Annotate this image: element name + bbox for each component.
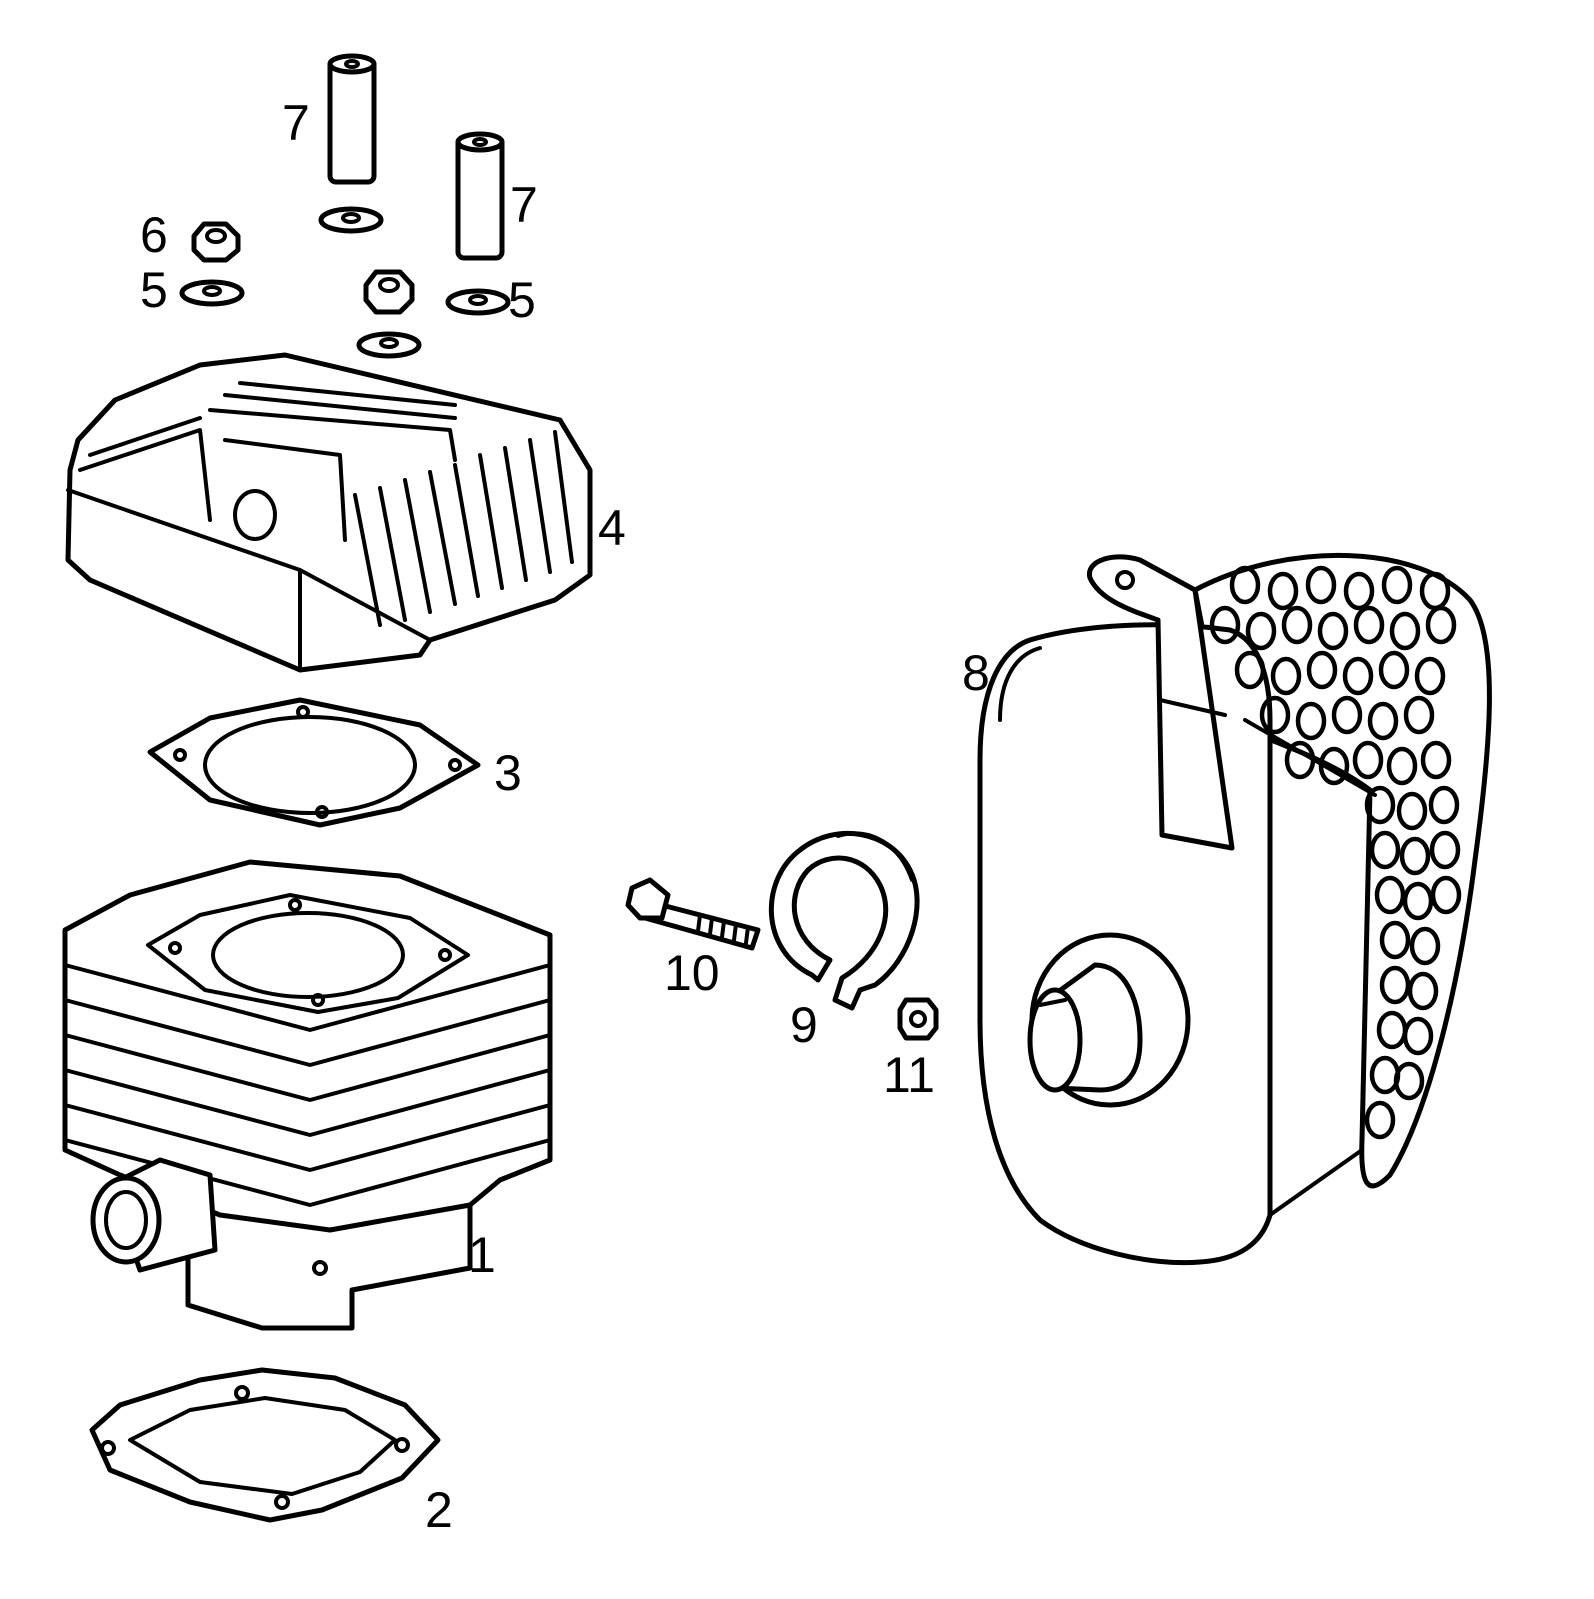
cylinder <box>62 859 553 1331</box>
spacer-sleeve-right <box>455 131 505 261</box>
perforation <box>1402 1016 1434 1056</box>
perforation <box>1414 656 1446 696</box>
muffler <box>977 552 1492 1266</box>
washer-center <box>356 331 422 359</box>
washer-left <box>179 279 245 307</box>
callout-6: 6 <box>140 207 168 263</box>
perforation <box>1379 965 1411 1005</box>
callout-7-left: 7 <box>282 95 310 151</box>
perforation <box>1374 875 1406 915</box>
callout-5-right: 5 <box>508 272 536 328</box>
perforation <box>1369 830 1401 870</box>
perforation <box>1381 565 1413 605</box>
perforation <box>1402 881 1434 921</box>
perforation <box>1399 836 1431 876</box>
callout-9: 9 <box>790 997 818 1053</box>
callout-2: 2 <box>425 1482 453 1538</box>
callout-4: 4 <box>598 500 626 556</box>
perforation <box>1379 920 1411 960</box>
heat-shield-perforations <box>1209 565 1462 1140</box>
washer-under-sleeve <box>318 206 384 234</box>
perforation <box>1386 746 1418 786</box>
callout-10: 10 <box>664 945 720 1001</box>
callout-8: 8 <box>962 645 990 701</box>
perforation <box>1284 740 1316 780</box>
perforation <box>1378 650 1410 690</box>
perforation <box>1343 571 1375 611</box>
small-nut <box>897 997 939 1041</box>
perforation <box>1389 611 1421 651</box>
head-gasket <box>147 697 481 828</box>
perforation <box>1409 926 1441 966</box>
perforation <box>1295 701 1327 741</box>
perforation <box>1367 701 1399 741</box>
perforation <box>1306 650 1338 690</box>
perforation <box>1245 611 1277 651</box>
perforation <box>1267 571 1299 611</box>
perforation <box>1428 785 1460 825</box>
base-gasket <box>89 1367 441 1523</box>
perforation <box>1420 740 1452 780</box>
perforation <box>1352 740 1384 780</box>
perforation <box>1209 605 1241 645</box>
perforation <box>1270 656 1302 696</box>
perforation <box>1393 1061 1425 1101</box>
bolt <box>625 877 761 951</box>
perforation <box>1234 650 1266 690</box>
clamp-ring <box>769 830 920 1011</box>
callout-1: 1 <box>468 1227 496 1283</box>
perforation <box>1364 1100 1396 1140</box>
perforation <box>1331 695 1363 735</box>
perforation <box>1396 791 1428 831</box>
perforation <box>1342 656 1374 696</box>
cylinder-head <box>65 352 593 673</box>
perforation <box>1305 565 1337 605</box>
callout-11: 11 <box>883 1047 935 1103</box>
perforation <box>1425 605 1457 645</box>
hex-nut-left <box>191 221 241 263</box>
perforation <box>1353 605 1385 645</box>
perforation <box>1281 605 1313 645</box>
perforation <box>1364 785 1396 825</box>
callout-3: 3 <box>494 745 522 801</box>
washer-right <box>445 288 511 316</box>
perforation <box>1259 695 1291 735</box>
perforation <box>1429 830 1461 870</box>
perforation <box>1229 565 1261 605</box>
perforation <box>1430 875 1462 915</box>
perforation <box>1317 611 1349 651</box>
perforation <box>1407 971 1439 1011</box>
callout-7-right: 7 <box>510 177 538 233</box>
perforation <box>1318 746 1350 786</box>
perforation <box>1403 695 1435 735</box>
callout-5-left: 5 <box>140 262 168 318</box>
spacer-sleeve-left <box>327 53 377 185</box>
hex-nut-center <box>363 269 415 315</box>
